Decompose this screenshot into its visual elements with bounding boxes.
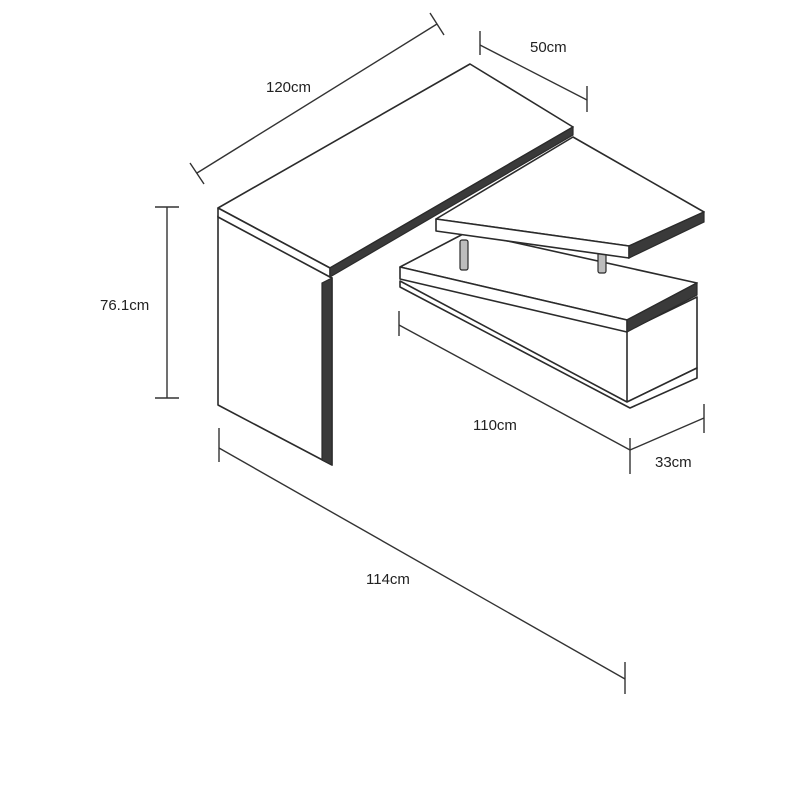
label-height: 76.1cm — [100, 297, 149, 314]
dim-line-desk-length — [196, 23, 438, 174]
label-desk-depth: 50cm — [530, 39, 567, 56]
dimension-lines — [155, 12, 705, 694]
shelf-unit — [399, 136, 705, 409]
desk-top-side-edge — [329, 125, 574, 279]
desk-leg-edge — [321, 277, 333, 466]
support-post-left — [459, 239, 469, 271]
label-desk-length: 120cm — [266, 79, 311, 96]
dimension-labels: 120cm 50cm 76.1cm 110cm 33cm 114cm — [100, 39, 692, 588]
shelf-bottom-board — [399, 280, 698, 409]
dim-line-shelf-length — [398, 324, 631, 451]
desk — [217, 63, 574, 466]
dim-line-shelf-depth — [629, 417, 705, 451]
label-shelf-length: 110cm — [473, 417, 517, 434]
dim-line-desk-depth — [479, 44, 588, 101]
label-overall-length: 114cm — [366, 571, 410, 588]
label-shelf-depth: 33cm — [655, 454, 692, 471]
dim-line-overall-length — [218, 447, 626, 680]
